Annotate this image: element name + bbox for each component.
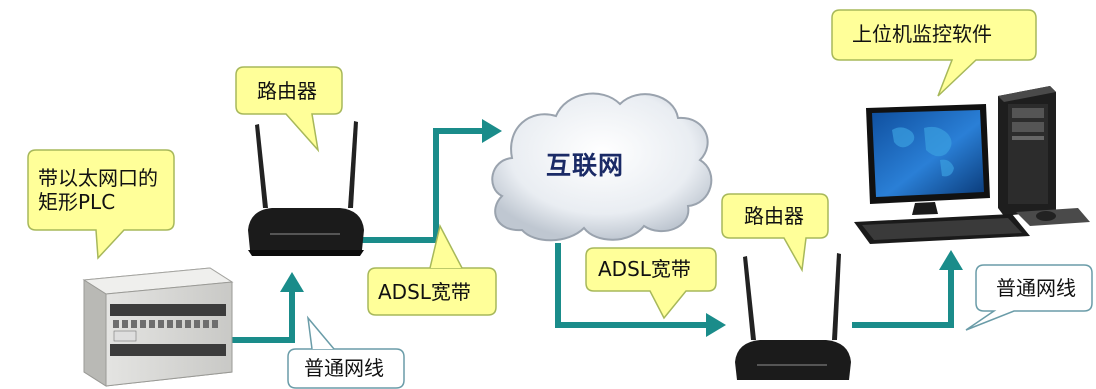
router-icon xyxy=(735,253,851,380)
bubble-plc xyxy=(27,149,175,260)
plc-label: 带以太网口的矩形PLC xyxy=(38,166,158,214)
bubble-cable-right xyxy=(965,264,1093,331)
bubble-cable-left xyxy=(287,315,405,389)
bubble-router-right xyxy=(721,193,829,273)
plc-device-icon xyxy=(82,267,234,387)
bubble-router-left xyxy=(235,66,343,153)
cable-right-label: 普通网线 xyxy=(996,276,1076,300)
bubble-adsl-right xyxy=(585,247,717,320)
host-software-label: 上位机监控软件 xyxy=(852,22,992,46)
internet-label: 互联网 xyxy=(546,151,625,180)
router-left-label: 路由器 xyxy=(257,79,317,103)
arrow-internet-to-router xyxy=(555,243,726,337)
cable-left-label: 普通网线 xyxy=(304,356,384,380)
arrow-router-to-internet xyxy=(362,119,502,243)
router-right-label: 路由器 xyxy=(744,204,804,228)
router-icon xyxy=(248,121,364,256)
arrow-router-to-computer xyxy=(852,250,963,328)
arrow-plc-to-router xyxy=(228,272,304,343)
adsl-left-label: ADSL宽带 xyxy=(378,280,471,304)
cloud-icon xyxy=(491,92,713,242)
bubble-host xyxy=(831,9,1037,97)
bubble-adsl-left xyxy=(367,223,497,316)
adsl-right-label: ADSL宽带 xyxy=(598,257,691,281)
desktop-computer-icon xyxy=(854,86,1090,244)
